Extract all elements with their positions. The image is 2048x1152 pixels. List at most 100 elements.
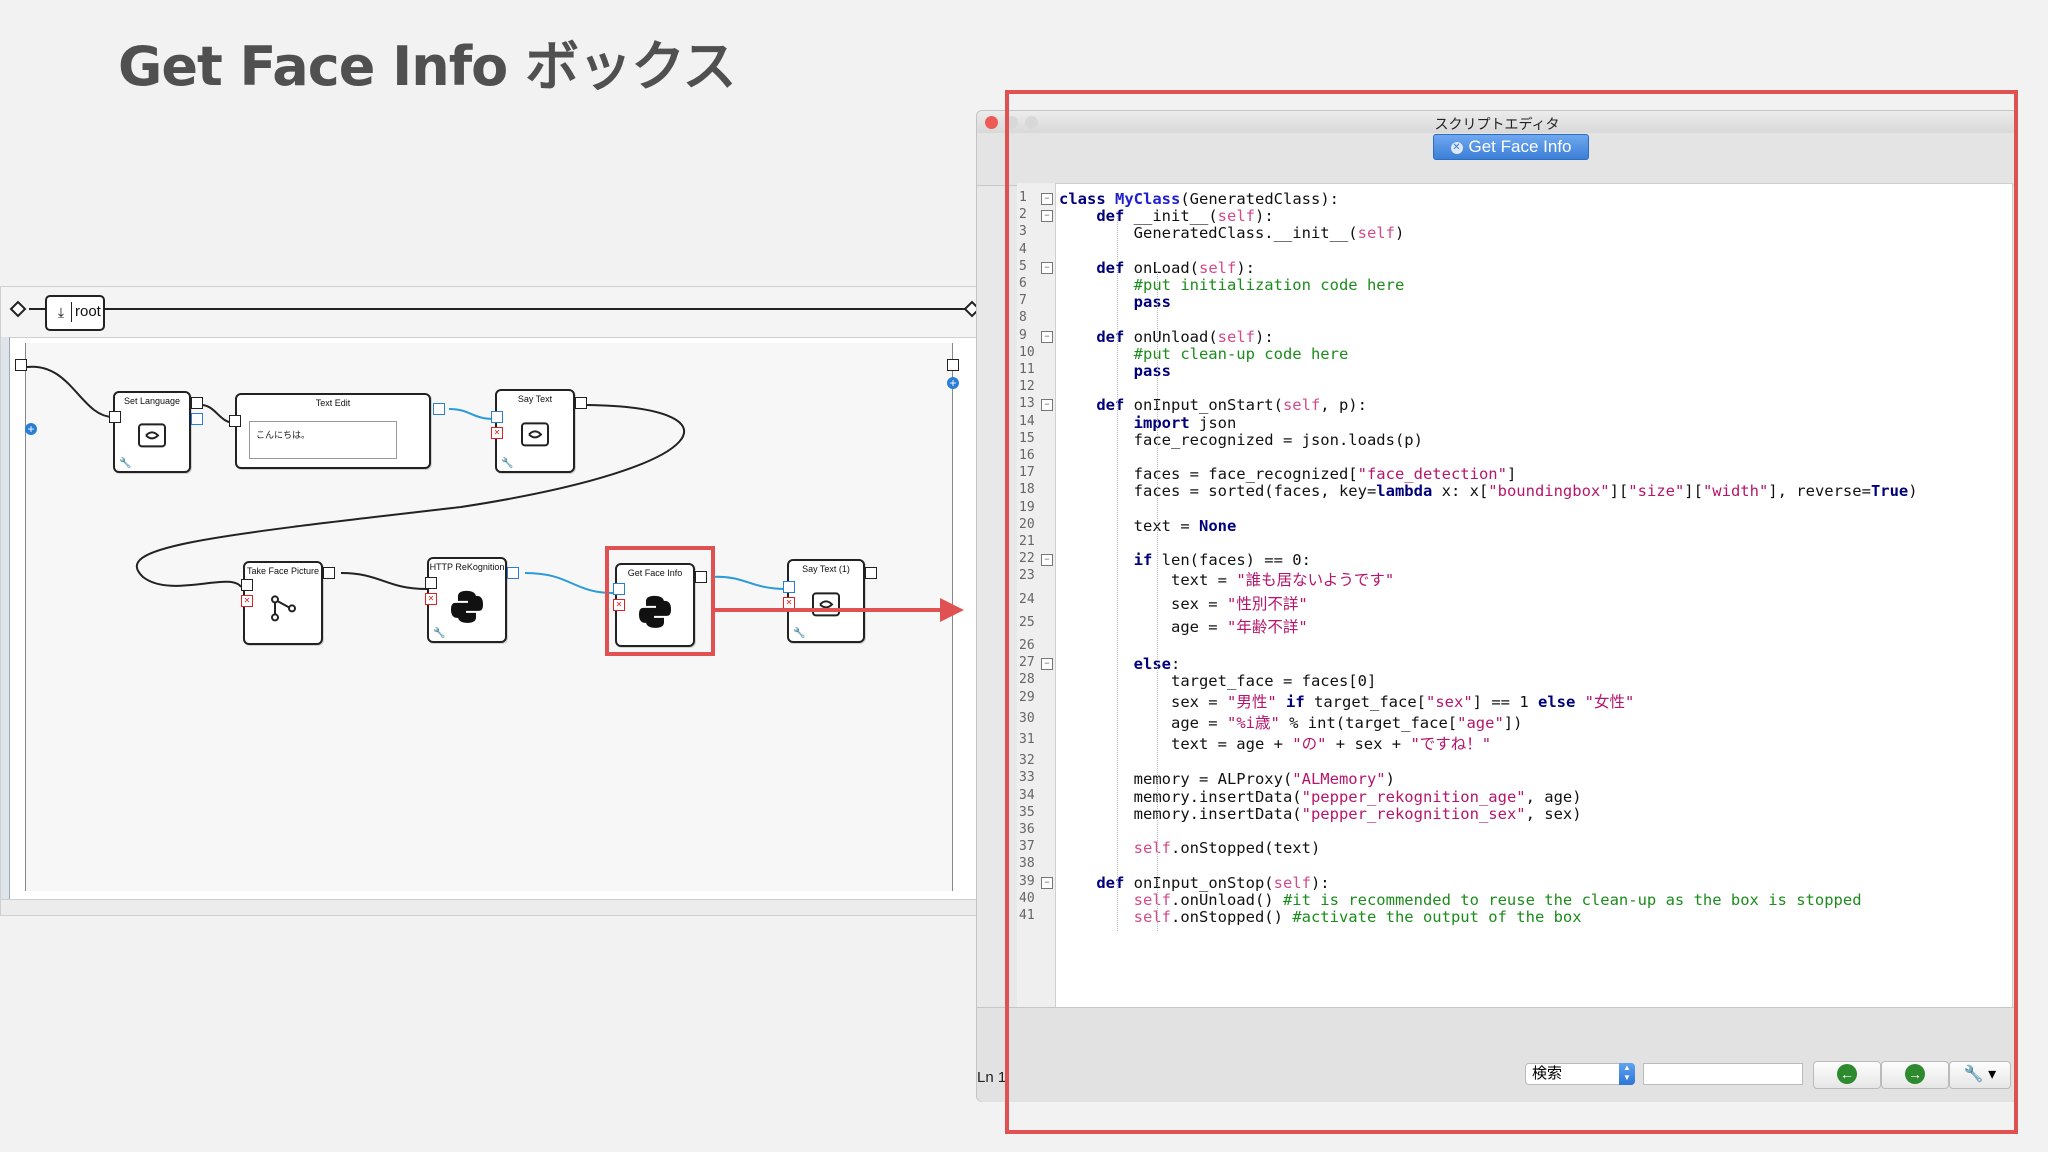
box-stop-port[interactable]: ✕ <box>783 597 795 609</box>
code-line: GeneratedClass.__init__(self) <box>1059 224 1405 243</box>
breadcrumb-root[interactable]: ⤓ root <box>45 295 105 331</box>
code-line: self.onStopped(text) <box>1133 839 1321 858</box>
line-number: 35 <box>1019 804 1035 820</box>
zoom-window-button[interactable] <box>1025 116 1038 129</box>
search-input[interactable] <box>1643 1063 1803 1085</box>
box-input-port[interactable] <box>229 415 241 427</box>
box-text-edit[interactable]: Text Edit こんにちは。 <box>235 393 431 469</box>
window-titlebar: スクリプトエディタ <box>977 111 2017 134</box>
box-stop-port[interactable]: ✕ <box>613 599 625 611</box>
box-http-rekognition[interactable]: HTTP ReKognition 🔧 <box>427 557 507 643</box>
line-number: 31 <box>1019 732 1035 747</box>
code-line: def onUnload(self): <box>1096 327 1274 346</box>
flow-diagram-panel: ⤓ root + + Set Language 🔧 Text Edit こんにち… <box>0 286 986 916</box>
highlight-frame <box>605 546 715 656</box>
arrow-left-icon: ← <box>1837 1064 1857 1084</box>
line-number: 38 <box>1019 856 1035 872</box>
wrench-icon[interactable]: 🔧 <box>793 628 806 639</box>
box-output-port[interactable] <box>865 567 877 579</box>
box-set-language[interactable]: Set Language 🔧 <box>113 391 191 473</box>
fold-toggle-icon[interactable]: − <box>1041 261 1053 274</box>
settings-menu-button[interactable]: 🔧 ▾ <box>1949 1061 2011 1089</box>
box-input-port[interactable] <box>491 411 503 423</box>
box-output-port[interactable] <box>575 397 587 409</box>
line-number: 34 <box>1019 787 1035 803</box>
fold-toggle-icon[interactable]: − <box>1041 554 1053 567</box>
code-line: if len(faces) == 0: <box>1133 551 1311 570</box>
line-number: 29 <box>1019 689 1035 705</box>
box-output-port[interactable] <box>323 567 335 579</box>
code-line: def onInput_onStop(self): <box>1096 873 1330 892</box>
fold-toggle-icon[interactable]: − <box>1041 330 1053 343</box>
fold-toggle-icon[interactable]: − <box>1041 658 1053 671</box>
fold-toggle-icon[interactable]: − <box>1041 399 1053 412</box>
line-number: 36 <box>1019 822 1035 837</box>
flow-scrollbar[interactable] <box>1 899 985 915</box>
line-number: 2 <box>1019 207 1027 223</box>
line-number: 32 <box>1019 753 1035 769</box>
code-line: age = "年齢不詳" <box>1059 617 1308 636</box>
box-title: Text Edit <box>315 398 351 408</box>
line-number: 8 <box>1019 310 1027 326</box>
search-next-button[interactable]: → <box>1881 1061 1949 1089</box>
breadcrumb-root-label: root <box>75 303 101 320</box>
search-previous-button[interactable]: ← <box>1813 1061 1881 1089</box>
wrench-icon[interactable]: 🔧 <box>119 458 132 469</box>
box-input-port[interactable] <box>783 581 795 593</box>
code-line: else: <box>1133 655 1181 674</box>
code-line: class MyClass(GeneratedClass): <box>1059 190 1339 208</box>
box-stop-port[interactable]: ✕ <box>241 595 253 607</box>
code-line: #put clean-up code here <box>1133 344 1349 363</box>
line-number: 4 <box>1019 241 1027 257</box>
connection-wires <box>26 365 788 594</box>
code-editor[interactable] <box>1055 183 2013 1009</box>
fold-toggle-icon[interactable]: − <box>1041 193 1053 205</box>
line-gutter <box>1017 183 1055 1007</box>
box-input-port[interactable] <box>109 411 121 423</box>
wrench-icon[interactable]: 🔧 <box>501 458 514 469</box>
box-input-port[interactable] <box>241 579 253 591</box>
search-mode-label: 検索 <box>1532 1065 1563 1082</box>
code-line: faces = sorted(faces, key=lambda x: x["b… <box>1059 482 1918 501</box>
line-number: 7 <box>1019 293 1027 309</box>
box-output-port[interactable] <box>433 403 445 415</box>
box-output-port[interactable] <box>507 567 519 579</box>
close-tab-icon[interactable]: ✕ <box>1450 141 1463 154</box>
canvas-output-port[interactable] <box>947 359 959 371</box>
code-line: text = "誰も居ないようです" <box>1059 571 1395 590</box>
line-number: 10 <box>1019 344 1035 360</box>
pointer-arrow-head <box>940 598 964 622</box>
fold-toggle-icon[interactable]: − <box>1041 876 1053 889</box>
box-stop-port[interactable]: ✕ <box>491 427 503 439</box>
wrench-icon[interactable]: 🔧 <box>433 628 446 639</box>
line-number: 3 <box>1019 224 1027 240</box>
box-output-port[interactable] <box>695 571 707 583</box>
code-line: #put initialization code here <box>1133 276 1405 294</box>
search-mode-select[interactable]: 検索 ▲▼ <box>1525 1063 1635 1085</box>
box-input-port[interactable] <box>425 577 437 589</box>
line-number: 6 <box>1019 276 1027 291</box>
panel-left-strip <box>1 337 10 899</box>
editor-tabbar: ✕Get Face Info <box>977 133 2017 186</box>
box-get-face-info[interactable]: Get Face Info <box>615 563 695 647</box>
line-number: 30 <box>1019 710 1035 726</box>
code-line: sex = "男性" if target_face["sex"] == 1 el… <box>1059 692 1635 711</box>
wrench-icon: 🔧 ▾ <box>1963 1066 1997 1083</box>
canvas-input-port[interactable] <box>15 359 27 371</box>
text-edit-field[interactable]: こんにちは。 <box>249 421 397 459</box>
box-take-face-picture[interactable]: Take Face Picture <box>243 561 323 645</box>
add-input-icon[interactable]: + <box>25 423 37 435</box>
box-output-port[interactable] <box>191 413 203 425</box>
flow-toolbar: ⤓ root <box>1 287 985 338</box>
box-input-port[interactable] <box>613 583 625 595</box>
fold-toggle-icon[interactable]: − <box>1041 210 1053 223</box>
line-number: 27 <box>1019 655 1035 671</box>
close-window-button[interactable] <box>985 116 998 129</box>
box-stop-port[interactable]: ✕ <box>425 593 437 605</box>
box-say-text-1[interactable]: Say Text (1) 🔧 <box>787 559 865 643</box>
box-say-text[interactable]: Say Text 🔧 <box>495 389 575 473</box>
add-output-icon[interactable]: + <box>947 377 959 389</box>
box-output-port[interactable] <box>191 397 203 409</box>
line-number: 26 <box>1019 638 1035 653</box>
tab-get-face-info[interactable]: ✕Get Face Info <box>1433 134 1589 160</box>
